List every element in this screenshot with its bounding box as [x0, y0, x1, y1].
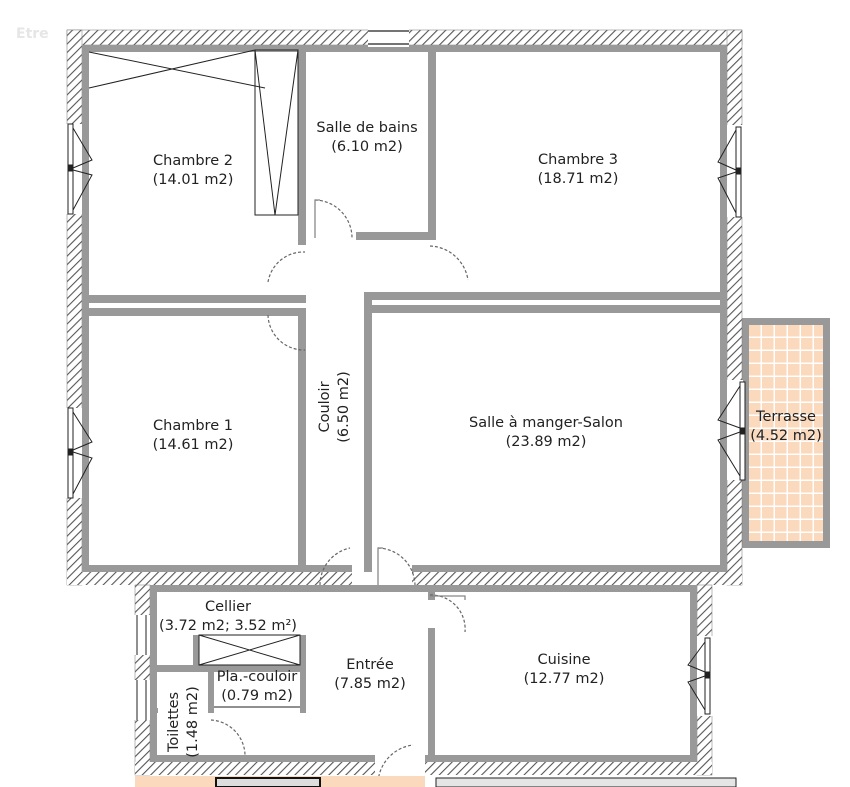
room-area: (12.77 m2) — [523, 671, 605, 687]
room-cuisine: Cuisine (12.77 m2) — [524, 651, 605, 689]
room-name: Cellier — [204, 599, 252, 615]
room-area: (6.50 m2) — [336, 371, 352, 443]
room-name: Couloir — [317, 381, 333, 433]
room-chambre3: Chambre 3 (18.71 m2) — [538, 151, 619, 189]
room-area: (4.52 m2) — [750, 428, 822, 444]
room-name: Salle de bains — [316, 120, 418, 136]
room-terrasse: Terrasse (4.52 m2) — [750, 408, 822, 446]
windows — [66, 123, 746, 720]
room-area: (14.61 m2) — [152, 437, 234, 453]
room-name: Chambre 3 — [538, 152, 618, 168]
room-name: Toilettes — [166, 691, 182, 753]
room-area: (23.89 m2) — [505, 434, 587, 450]
terrace — [742, 318, 830, 548]
window-top — [368, 28, 409, 47]
room-name: Chambre 1 — [153, 418, 233, 434]
room-name: Pla.-couloir — [216, 669, 298, 685]
room-salon: Salle à manger-Salon (23.89 m2) — [469, 414, 623, 452]
room-couloir: Couloir (6.50 m2) — [316, 371, 354, 443]
room-area: (7.85 m2) — [334, 676, 406, 692]
room-name: Chambre 2 — [153, 153, 233, 169]
room-toilettes: Toilettes (1.48 m2) — [165, 686, 203, 758]
room-chambre2: Chambre 2 (14.01 m2) — [153, 152, 234, 190]
room-placard-couloir: Pla.-couloir (0.79 m2) — [217, 668, 297, 706]
room-salle-de-bains: Salle de bains (6.10 m2) — [316, 119, 417, 157]
room-area: (3.72 m2; 3.52 m²) — [159, 618, 297, 634]
room-entree: Entrée (7.85 m2) — [334, 656, 406, 694]
room-area: (14.01 m2) — [152, 172, 234, 188]
room-cellier: Cellier (3.72 m2; 3.52 m²) — [159, 598, 297, 636]
room-chambre1: Chambre 1 (14.61 m2) — [153, 417, 234, 455]
room-name: Terrasse — [756, 409, 816, 425]
room-name: Salle à manger-Salon — [469, 415, 623, 431]
bottom-strip — [135, 776, 737, 787]
room-area: (18.71 m2) — [537, 171, 619, 187]
interior-walls — [82, 45, 727, 762]
room-name: Entrée — [346, 657, 394, 673]
room-name: Cuisine — [537, 652, 591, 668]
room-area: (0.79 m2) — [221, 688, 293, 704]
wardrobe-marks — [88, 49, 301, 708]
watermark: Etre — [16, 26, 49, 42]
room-area: (6.10 m2) — [331, 139, 403, 155]
room-area: (1.48 m2) — [185, 686, 201, 758]
